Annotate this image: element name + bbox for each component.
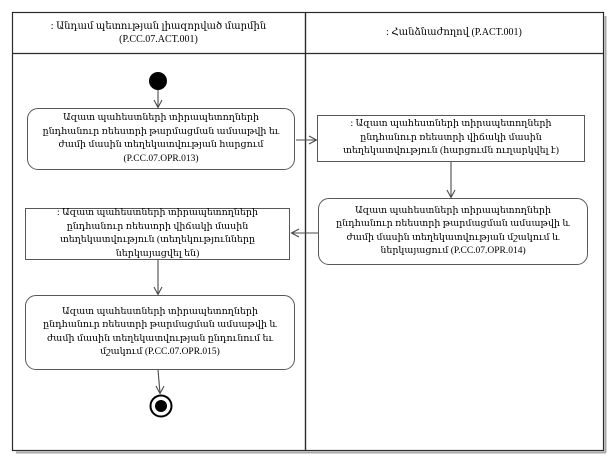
lane-header-label: : Հանձնաժողով (P.ACT.001) <box>386 27 522 38</box>
end-node <box>149 394 173 418</box>
lane-header-label: : Անդամ պետության լիազորված մարմին (P.CC… <box>50 20 267 45</box>
activity-box-opr-015: Ազատ պահեստների տիրապետողների ընդհանուր … <box>25 295 295 370</box>
object-label: : Ազատ պահեստների տիրապետողների ընդհանու… <box>57 208 258 259</box>
arrow-l1-to-r1 <box>296 135 318 145</box>
object-box-request-sent: : Ազատ պահեստների տիրապետողների ընդհանու… <box>317 115 585 162</box>
activity-label: Ազատ պահեստների տիրապետողների ընդհանուր … <box>42 113 280 164</box>
object-box-info-presented: : Ազատ պահեստների տիրապետողների ընդհանու… <box>25 208 290 260</box>
arrow-start-to-l1 <box>153 90 163 109</box>
start-node <box>149 72 167 90</box>
lane-header-member-state: : Անդամ պետության լիազորված մարմին (P.CC… <box>12 12 305 53</box>
activity-box-opr-013: Ազատ պահեստների տիրապետողների ընդհանուր … <box>27 108 295 170</box>
object-label: : Ազատ պահեստների տիրապետողների ընդհանու… <box>343 119 559 157</box>
arrow-l3-to-end <box>155 369 165 395</box>
arrow-r2-to-l2 <box>290 228 318 238</box>
arrow-r1-to-r2 <box>446 162 456 199</box>
lane-header-commission: : Հանձնաժողով (P.ACT.001) <box>305 12 603 53</box>
diagram-frame <box>11 11 605 452</box>
activity-label: Ազատ պահեստների տիրապետողների ընդհանուր … <box>336 205 570 257</box>
arrow-l2-to-l3 <box>153 260 163 296</box>
activity-box-opr-014: Ազատ պահեստների տիրապետողների ընդհանուր … <box>318 198 588 265</box>
activity-label: Ազատ պահեստների տիրապետողների ընդհանուր … <box>43 306 277 358</box>
